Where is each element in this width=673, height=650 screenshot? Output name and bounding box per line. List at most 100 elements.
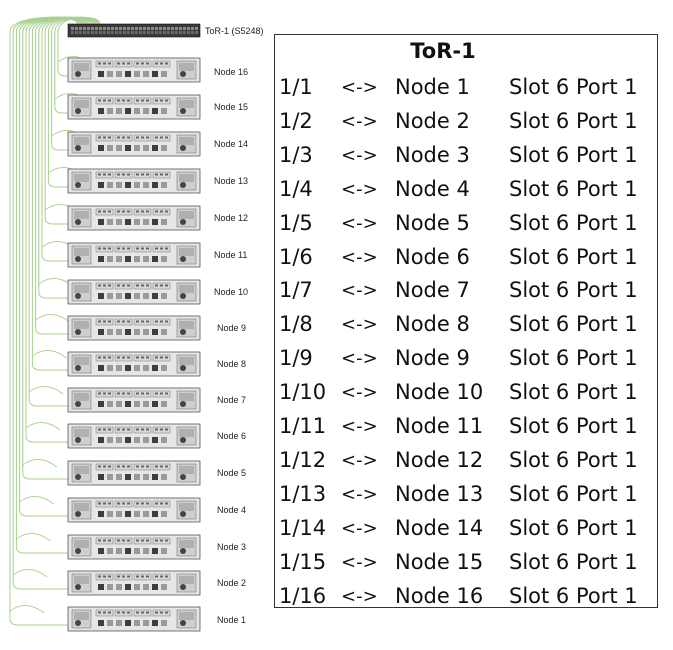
link-arrow: <-> (341, 348, 378, 370)
switch-port (167, 31, 170, 34)
switch-port (99, 27, 102, 30)
node-label: Node 15 (214, 102, 249, 112)
target-port-cell: Slot 6 Port 1 (509, 210, 638, 235)
server-node (67, 423, 201, 449)
switch-port (71, 31, 74, 34)
node-cell: Node 13 (395, 481, 484, 506)
target-port-cell: Slot 6 Port 1 (509, 75, 638, 99)
switch-port (155, 27, 158, 30)
cable-loop (28, 386, 64, 395)
port-cell: 1/6 (279, 244, 313, 269)
node-label: Node 13 (214, 176, 249, 186)
link-arrow: <-> (341, 212, 378, 234)
switch-port (159, 31, 162, 34)
node-cell: Node 5 (395, 210, 470, 235)
switch-port (119, 27, 122, 30)
link-arrow: <-> (341, 314, 378, 336)
switch-port (95, 27, 98, 30)
target-port-cell: Slot 6 Port 1 (509, 176, 638, 201)
switch-port (135, 27, 138, 30)
target-port-cell: Slot 6 Port 1 (509, 481, 638, 506)
cable-loop (35, 314, 70, 323)
switch-port (187, 31, 190, 34)
node-cell: Node 2 (395, 108, 470, 133)
target-port-cell: Slot 6 Port 1 (509, 244, 638, 269)
port-cell: 1/5 (279, 210, 313, 235)
port-cell: 1/3 (279, 142, 313, 167)
switch-port (87, 27, 90, 30)
switch-port (115, 31, 118, 34)
link-arrow: <-> (341, 517, 378, 539)
switch-port (123, 31, 126, 34)
target-port-cell: Slot 6 Port 1 (509, 142, 638, 167)
link-arrow: <-> (341, 77, 378, 98)
port-cell: 1/12 (279, 447, 327, 472)
link-arrow: <-> (341, 144, 378, 166)
port-cell: 1/4 (279, 176, 313, 201)
switch-port (151, 27, 154, 30)
node-cell: Node 10 (395, 380, 484, 405)
server-node (67, 57, 201, 83)
switch-port (83, 27, 86, 30)
switch-port (195, 31, 198, 34)
link-arrow: <-> (341, 449, 378, 471)
cable-loop (12, 569, 48, 578)
switch-port (79, 27, 82, 30)
node-cell: Node 7 (395, 278, 470, 303)
node-cell: Node 4 (395, 176, 470, 201)
target-port-cell: Slot 6 Port 1 (509, 447, 638, 472)
target-port-cell: Slot 6 Port 1 (509, 380, 638, 405)
link-arrow: <-> (341, 382, 378, 404)
target-port-cell: Slot 6 Port 1 (509, 108, 638, 133)
switch-port (171, 27, 174, 30)
port-cell: 1/9 (279, 346, 313, 371)
node-label: Node 16 (214, 67, 249, 77)
cable-loop (32, 350, 67, 359)
switch-port (163, 31, 166, 34)
target-port-cell: Slot 6 Port 1 (509, 414, 638, 438)
switch-port (139, 31, 142, 34)
server-stack (67, 57, 201, 632)
switch-port (71, 27, 74, 30)
server-node (67, 94, 201, 120)
target-port-cell: Slot 6 Port 1 (509, 583, 638, 608)
node-label: Node 4 (217, 505, 247, 515)
node-label: Node 14 (214, 139, 249, 149)
switch-chassis (67, 23, 201, 38)
server-node (67, 606, 201, 632)
switch-port (107, 27, 110, 30)
server-node (67, 279, 201, 305)
switch-port (83, 31, 86, 34)
switch-port (191, 27, 194, 30)
switch-port (91, 31, 94, 34)
server-node (67, 387, 201, 413)
switch-port (151, 31, 154, 34)
switch-port (143, 27, 146, 30)
switch-label: ToR-1 (S5248) (205, 26, 264, 36)
server-node (67, 460, 201, 486)
target-port-cell: Slot 6 Port 1 (509, 549, 638, 574)
node-cell: Node 1 (395, 75, 470, 99)
node-label: Node 5 (217, 468, 247, 478)
switch-port (195, 27, 198, 30)
target-port-cell: Slot 6 Port 1 (509, 312, 638, 337)
switch-port (103, 31, 106, 34)
switch-port (167, 27, 170, 30)
node-label: Node 3 (217, 542, 247, 552)
switch-port (131, 31, 134, 34)
switch-port (179, 27, 182, 30)
switch-port (147, 31, 150, 34)
port-cell: 1/15 (279, 549, 327, 574)
target-port-cell: Slot 6 Port 1 (509, 515, 638, 540)
link-arrow: <-> (341, 110, 378, 132)
